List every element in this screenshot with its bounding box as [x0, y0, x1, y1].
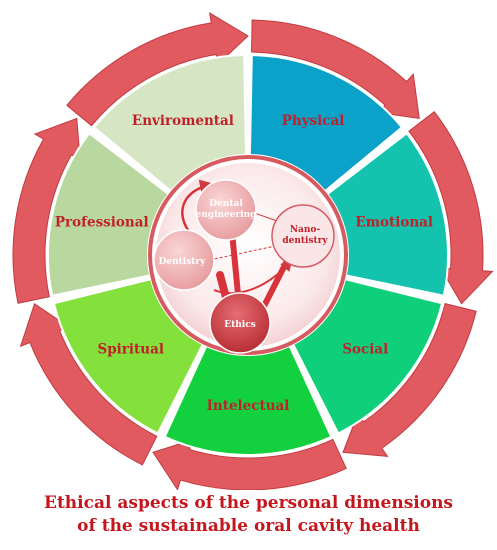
dentistry-label: Dentistry	[159, 257, 207, 267]
ring-arrow	[342, 303, 477, 457]
ring-arrow	[66, 12, 249, 127]
caption-line2: of the sustainable oral cavity health	[77, 516, 420, 536]
nano-dentistry-line2: dentistry	[282, 236, 328, 246]
ring-arrow	[12, 117, 81, 304]
ring-arrow	[19, 302, 158, 466]
caption-line1: Ethical aspects of the personal dimensio…	[44, 493, 453, 513]
dental-engineering-line1: Dental	[209, 199, 243, 209]
node-dentistry: Dentistry	[153, 229, 215, 291]
ring-arrow	[251, 19, 420, 120]
segment-label-social: Social	[342, 342, 388, 358]
outer-ring-arrows	[12, 12, 494, 490]
node-nano-dentistry: Nano- dentistry	[271, 204, 335, 268]
ring-arrow	[408, 111, 494, 305]
segment-label-spiritual: Spiritual	[97, 342, 164, 358]
segment-label-intelectual: Intelectual	[207, 398, 290, 414]
segment-label-enviromental: Enviromental	[132, 113, 234, 129]
segment-label-professional: Professional	[55, 215, 149, 231]
ethics-label: Ethics	[224, 320, 256, 330]
dental-engineering-line2: engineering	[196, 210, 258, 220]
segment-label-emotional: Emotional	[355, 215, 433, 231]
nano-dentistry-line1: Nano-	[290, 225, 321, 235]
caption: Ethical aspects of the personal dimensio…	[0, 492, 497, 538]
node-dental-engineering: Dental engineering	[195, 179, 258, 241]
inner-circle: Dental engineering Nano- dentistry Denti…	[148, 155, 348, 355]
segment-label-physical: Physical	[282, 113, 345, 129]
node-ethics: Ethics	[209, 292, 271, 354]
ring-arrow	[152, 438, 347, 490]
